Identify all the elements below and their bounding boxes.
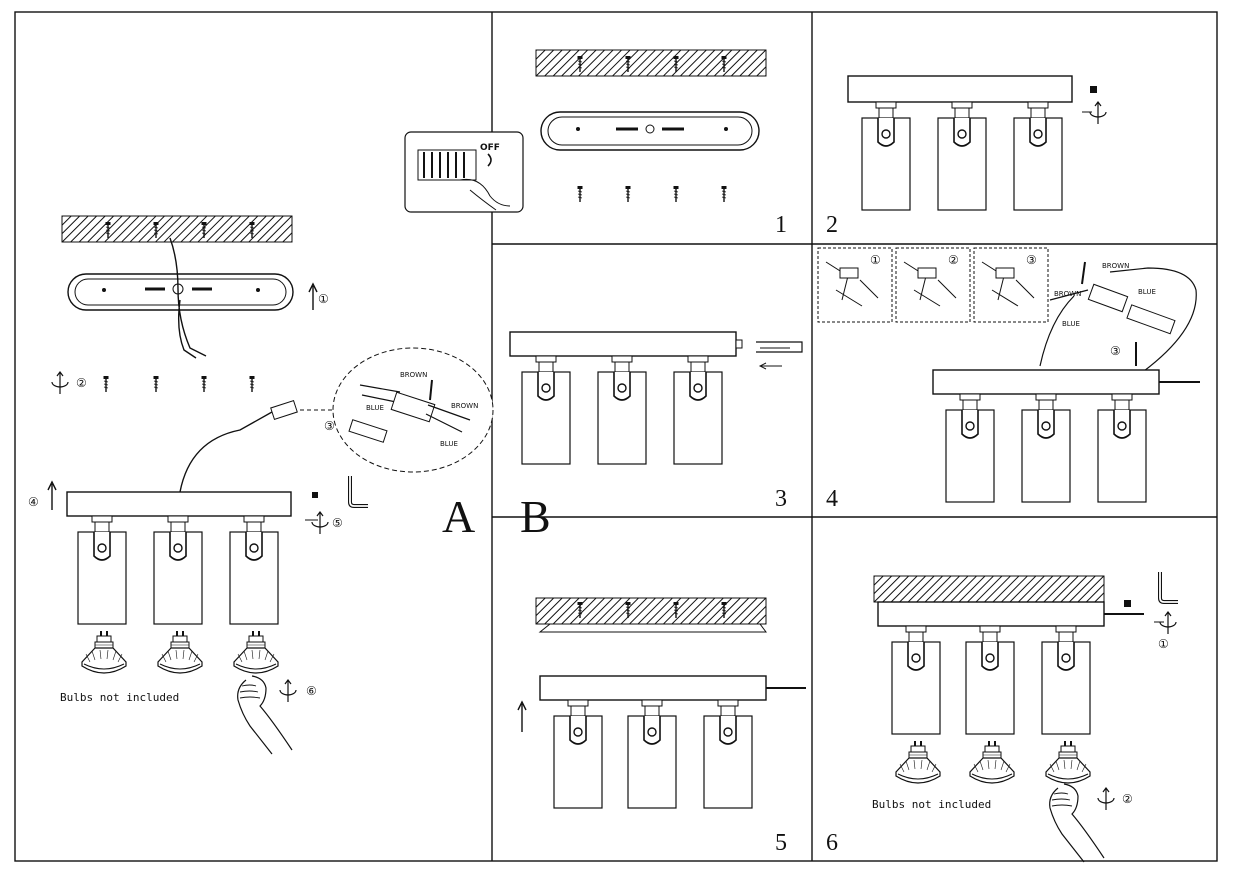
panel-letter-a: A <box>442 491 475 542</box>
rotate-icon <box>279 679 297 703</box>
circled-4-a: ④ <box>28 495 39 509</box>
switch-off-label: OFF <box>480 143 500 153</box>
rotate-icon <box>51 371 69 395</box>
circled-3-a: ③ <box>324 419 335 433</box>
callout-3-step4: ③ <box>1110 344 1121 358</box>
rotate-icon <box>311 511 329 535</box>
loose-screws-a <box>102 375 256 393</box>
wiring-insets <box>817 247 1049 323</box>
wire-label-blue-a2: BLUE <box>440 440 458 448</box>
step-number-2: 2 <box>826 212 838 238</box>
step-5-panel: 5 <box>517 597 806 856</box>
panel-grid <box>14 11 1218 862</box>
bulbs-note-step6: Bulbs not included <box>872 798 991 811</box>
allen-key-icon <box>1158 570 1180 604</box>
gu10-bulb <box>81 630 127 674</box>
circled-1-a: ① <box>318 292 329 306</box>
gu10-bulb <box>157 630 203 674</box>
wire-label-brown-a2: BROWN <box>451 402 478 410</box>
circled-6-a: ⑥ <box>306 684 317 698</box>
step-number-3: 3 <box>775 486 787 512</box>
step-3-panel: 3 <box>509 331 803 512</box>
wire-label-brown-4b: BROWN <box>1054 290 1081 298</box>
gu10-bulb <box>233 630 279 674</box>
step-number-5: 5 <box>775 830 787 856</box>
panel-a: ① ② ③ BROWN BLUE BROWN BLUE ④ <box>28 215 494 755</box>
wire-label-brown-4a: BROWN <box>1102 262 1129 270</box>
bulbs-note-a: Bulbs not included <box>60 691 179 704</box>
ceiling-hatch <box>61 215 293 243</box>
panel-letter-b: B <box>520 491 551 542</box>
inset-1: ① <box>870 253 881 267</box>
step-6-panel: ① ② Bulbs not included 6 <box>826 570 1180 863</box>
allen-key-icon <box>348 474 370 508</box>
step-2-panel: 2 <box>826 75 1107 238</box>
spotlight-bar-a <box>66 491 292 517</box>
inset-3: ③ <box>1026 253 1037 267</box>
circled-5-a: ⑤ <box>332 516 343 530</box>
circled-1-step6: ① <box>1158 637 1169 651</box>
supply-cable <box>169 237 207 359</box>
step-number-6: 6 <box>826 830 838 856</box>
wire-label-blue-4b: BLUE <box>1062 320 1080 328</box>
inset-2: ② <box>948 253 959 267</box>
step-4-panel: ① ② ③ BROWN BROWN BLUE BLUE ③ 4 <box>817 247 1200 512</box>
circled-2-a: ② <box>76 376 87 390</box>
wire-label-blue-a1: BLUE <box>366 404 384 412</box>
step-number-4: 4 <box>826 486 838 512</box>
wire-label-blue-4a: BLUE <box>1138 288 1156 296</box>
wire-label-brown-a1: BROWN <box>400 371 427 379</box>
hand-icon <box>237 675 293 755</box>
step-1-panel: OFF 1 <box>404 49 787 238</box>
step-number-1: 1 <box>775 212 787 238</box>
circled-2-step6: ② <box>1122 792 1133 806</box>
